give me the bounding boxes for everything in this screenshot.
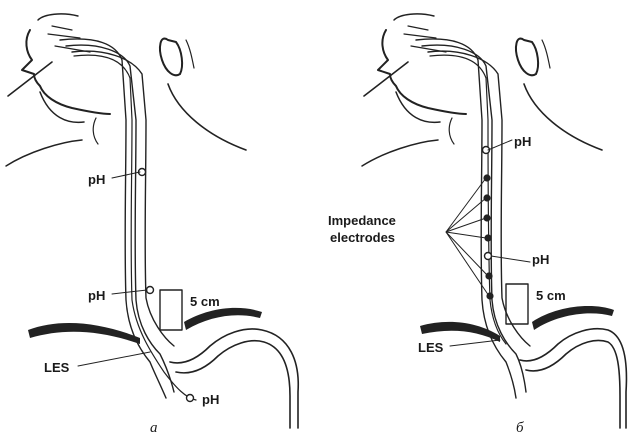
shoulder-line-left (6, 140, 82, 166)
label-impedance-line2: electrodes (330, 230, 395, 245)
impedance-electrode (483, 214, 490, 221)
esophagus-wall-right-b (428, 51, 530, 346)
leader-les-b (450, 340, 500, 346)
diaphragm-right-b (532, 306, 614, 330)
nasal-catheter-left (8, 62, 52, 96)
label-ph-upper-a: pH (88, 172, 105, 187)
caption-a: а (150, 420, 158, 436)
stomach-outline-inner (176, 341, 290, 428)
nasal-catheter-left-b (364, 62, 408, 96)
ph-sensor-middle-a (147, 287, 154, 294)
head-contour (38, 14, 78, 20)
label-les-b: LES (418, 340, 444, 355)
neck-back (168, 84, 246, 150)
esophagus-wall-left (60, 39, 166, 398)
ear (160, 39, 182, 76)
label-distance-a: 5 cm (190, 294, 220, 309)
leader-ph-middle-a (112, 290, 147, 294)
shoulder-line-left-b (362, 140, 438, 166)
ph-sensor-middle-b (485, 253, 492, 260)
leader-ph-middle-b (491, 256, 530, 262)
larynx-line-b (449, 118, 454, 144)
label-ph-middle-a: pH (88, 288, 105, 303)
hair-strands (186, 40, 194, 68)
label-les-a: LES (44, 360, 70, 375)
caption-b: б (516, 420, 524, 436)
diaphragm-left-b (420, 322, 500, 342)
diaphragm-right-a (184, 308, 262, 330)
five-cm-bracket-a (160, 290, 182, 330)
stomach-outline-inner-b (526, 341, 620, 429)
diaphragm-left-a (28, 323, 140, 344)
label-impedance-line1: Impedance (328, 213, 396, 228)
head-contour-b (394, 14, 434, 20)
face-profile (22, 30, 110, 114)
impedance-electrode (483, 194, 490, 201)
face-profile-b (378, 30, 466, 114)
hair-strands-b (542, 40, 550, 68)
panel-b: pH Impedance electrodes pH 5 cm LES б (328, 14, 626, 436)
ph-sensor-lower-a (187, 395, 194, 402)
larynx-line (93, 118, 98, 144)
panel-a: pH pH pH 5 cm LES а (6, 14, 298, 436)
impedance-catheter-b (430, 55, 506, 344)
label-ph-lower-a: pH (202, 392, 219, 407)
impedance-electrode (485, 272, 492, 279)
label-distance-b: 5 cm (536, 288, 566, 303)
stomach-outline-outer (170, 329, 298, 428)
leader-les-a (78, 352, 150, 366)
label-ph-upper-b: pH (514, 134, 531, 149)
impedance-leader-fan (446, 178, 489, 296)
neck-back-b (524, 84, 602, 150)
esophagus-wall-mid (66, 45, 174, 392)
label-ph-middle-b: pH (532, 252, 549, 267)
ear-b (516, 39, 538, 76)
